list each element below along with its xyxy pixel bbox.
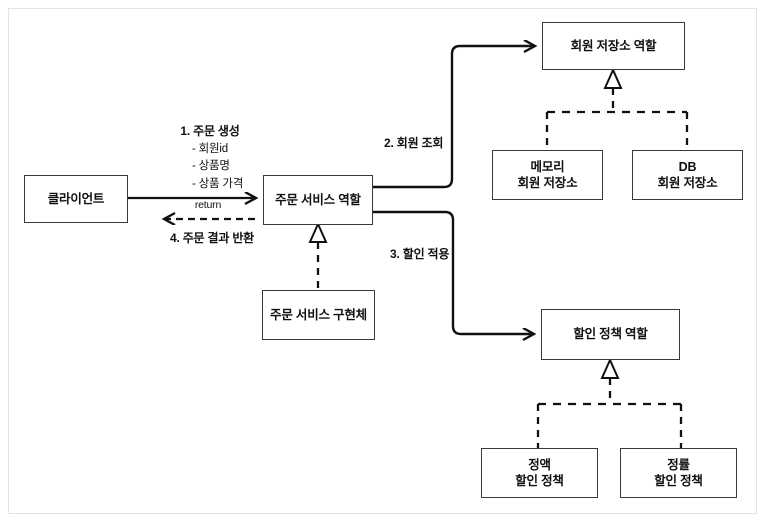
node-fix-discount-policy-label: 정액 할인 정책 xyxy=(515,457,564,489)
node-rate-discount-policy-label: 정률 할인 정책 xyxy=(654,457,703,489)
diagram-frame xyxy=(8,8,757,514)
label-step-4: 4. 주문 결과 반환 xyxy=(169,231,255,245)
label-return-tag: return xyxy=(194,199,222,211)
node-rate-discount-policy[interactable]: 정률 할인 정책 xyxy=(620,448,737,498)
node-discount-policy-role-label: 할인 정책 역할 xyxy=(573,327,648,342)
node-member-repository-role-label: 회원 저장소 역할 xyxy=(570,38,657,53)
label-step-1-params: - 회원id - 상품명 - 상품 가격 xyxy=(192,143,244,190)
label-step-2: 2. 회원 조회 xyxy=(384,136,444,150)
label-step-1-title: 1. 주문 생성 xyxy=(180,124,240,138)
node-fix-discount-policy[interactable]: 정액 할인 정책 xyxy=(481,448,598,498)
node-order-service-impl-label: 주문 서비스 구현체 xyxy=(270,307,367,322)
node-member-repository-role[interactable]: 회원 저장소 역할 xyxy=(542,22,685,70)
node-client-label: 클라이언트 xyxy=(47,191,105,206)
label-step-3: 3. 할인 적용 xyxy=(390,247,450,261)
node-discount-policy-role[interactable]: 할인 정책 역할 xyxy=(541,309,680,360)
node-order-service-role-label: 주문 서비스 역할 xyxy=(275,192,361,207)
node-client[interactable]: 클라이언트 xyxy=(24,175,128,223)
node-db-member-repository[interactable]: DB 회원 저장소 xyxy=(632,150,743,200)
node-memory-member-repository-label: 메모리 회원 저장소 xyxy=(517,159,578,191)
node-memory-member-repository[interactable]: 메모리 회원 저장소 xyxy=(492,150,603,200)
node-order-service-role[interactable]: 주문 서비스 역할 xyxy=(263,175,373,225)
node-db-member-repository-label: DB 회원 저장소 xyxy=(657,159,718,191)
node-order-service-impl[interactable]: 주문 서비스 구현체 xyxy=(262,290,375,340)
